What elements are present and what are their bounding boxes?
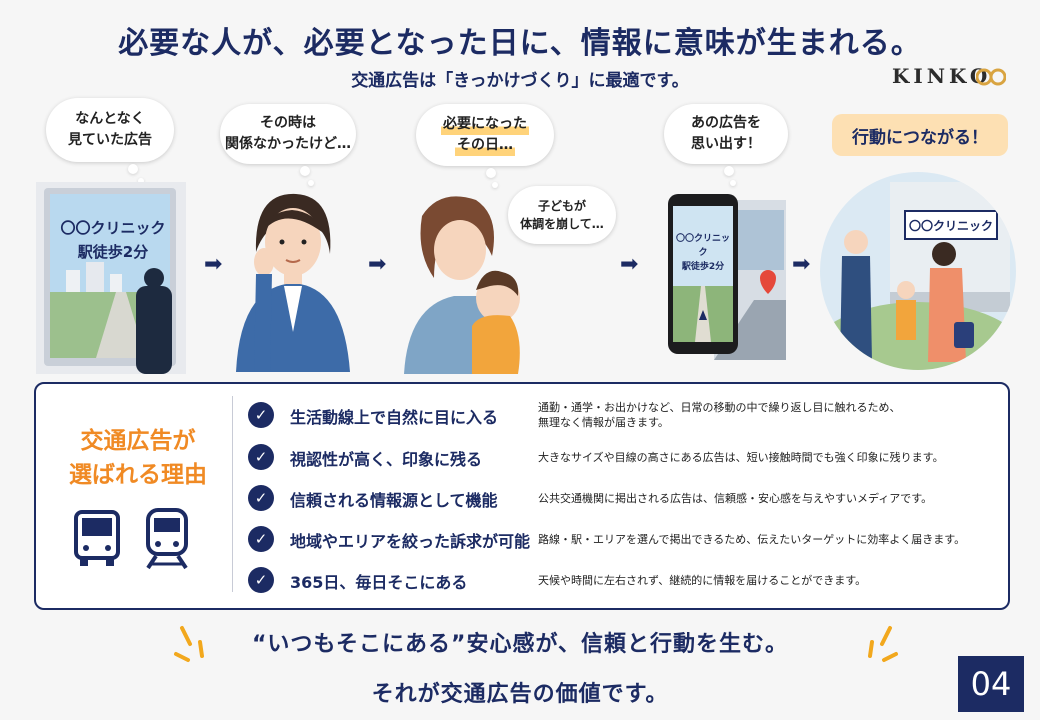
- arrow-right-icon: ➡: [204, 252, 223, 277]
- page-subtitle: 交通広告は「きっかけづくり」に最適です。: [351, 71, 689, 91]
- bus-icon: [74, 510, 120, 566]
- reason-head: 地域やエリアを絞った訴求が可能: [290, 532, 531, 551]
- scene-family-clinic: 〇〇クリニック: [820, 172, 1016, 370]
- bubble-line: 関係なかったけど…: [225, 136, 351, 152]
- arrow-right-icon: ➡: [620, 252, 639, 277]
- check-icon: ✓: [248, 567, 274, 593]
- scene-woman-thinking: [226, 182, 356, 372]
- reasons-title-line: 交通広告が: [80, 428, 196, 454]
- reasons-panel: [34, 382, 1010, 610]
- reason-desc-line: 公共交通機関に掲出される広告は、信頼感・安心感を与えやすいメディアです。: [538, 492, 933, 505]
- reason-desc-line: 通勤・通学・お出かけなど、日常の移動の中で繰り返し目に触れるため、: [538, 401, 901, 414]
- reason-head: 視認性が高く、印象に残る: [290, 450, 483, 469]
- reason-desc: 通勤・通学・お出かけなど、日常の移動の中で繰り返し目に触れるため、 無理なく情報…: [538, 400, 900, 430]
- check-icon: ✓: [248, 485, 274, 511]
- panel-divider: [232, 396, 233, 592]
- logo-text: KINKO: [892, 64, 992, 88]
- woman-illustration: [236, 193, 350, 372]
- bubble-day-needed: 必要になった その日…: [416, 104, 554, 188]
- scene-train-ad: 〇〇クリニック 駅徒歩2分: [36, 182, 186, 374]
- check-icon: ✓: [248, 444, 274, 470]
- smartphone: 〇〇クリニック 駅徒歩2分: [668, 194, 738, 354]
- closing-line-2: それが交通広告の価値です。: [371, 682, 669, 707]
- reason-desc: 路線・駅・エリアを選んで掲出できるため、伝えたいターゲットに効率よく届きます。: [538, 532, 965, 547]
- ad-line: 駅徒歩2分: [77, 243, 149, 261]
- reasons-title-line: 選ばれる理由: [69, 462, 207, 488]
- bubble-glanced-ad: なんとなく 見ていた広告: [46, 98, 174, 184]
- train-icon: [146, 508, 188, 570]
- action-badge: 行動につながる！: [832, 114, 1008, 156]
- sparkle-right-icon: [868, 626, 898, 662]
- check-icon: ✓: [248, 526, 274, 552]
- bubble-line: なんとなく: [75, 111, 145, 127]
- reason-desc-line: 大きなサイズや目線の高さにある広告は、短い接触時間でも強く印象に残ります。: [538, 451, 944, 464]
- bubble-line: 必要になった: [441, 114, 529, 135]
- reason-desc-line: 天候や時間に左右されず、継続的に情報を届けることができます。: [538, 574, 867, 587]
- phone-text: 〇〇クリニック 駅徒歩2分: [673, 232, 733, 274]
- closing-line: “いつもそこにある”安心感が、信頼と行動を生む。: [251, 632, 789, 657]
- bubble-line: その日…: [455, 135, 515, 156]
- bubble-line: 見ていた広告: [68, 132, 152, 148]
- bubble-child-sick: 子どもが 体調を崩して…: [508, 186, 616, 244]
- kinko-logo: KINKO: [892, 64, 1022, 104]
- bubble-line: あの広告を: [691, 115, 761, 131]
- phone-screen: 〇〇クリニック 駅徒歩2分: [673, 206, 733, 342]
- reason-head: 365日、毎日そこにある: [290, 573, 468, 592]
- phone-line: 〇〇クリニック: [675, 234, 730, 258]
- reasons-title: 交通広告が 選ばれる理由: [58, 424, 218, 492]
- reason-desc: 天候や時間に左右されず、継続的に情報を届けることができます。: [538, 573, 866, 588]
- page-title: 必要な人が、必要となった日に、情報に意味が生まれる。: [118, 26, 922, 61]
- bubble-not-relevant: その時は 関係なかったけど…: [220, 104, 356, 186]
- reason-head: 信頼される情報源として機能: [290, 491, 498, 510]
- sparkle-left-icon: [174, 626, 204, 662]
- train-window-illustration: [36, 182, 186, 374]
- bubble-remember-ad: あの広告を 思い出す！: [664, 104, 788, 186]
- page-number: 04: [958, 656, 1024, 712]
- bubble-line: 体調を崩して…: [520, 217, 604, 231]
- map-illustration: [673, 286, 733, 342]
- mother-child-illustration: [404, 196, 520, 374]
- scene-smartphone: 〇〇クリニック 駅徒歩2分: [664, 190, 786, 360]
- reason-head: 生活動線上で自然に目に入る: [290, 408, 499, 427]
- ad-text: 〇〇クリニック 駅徒歩2分: [58, 216, 168, 264]
- reason-desc-line: 無理なく情報が届きます。: [538, 416, 669, 429]
- arrow-right-icon: ➡: [368, 252, 387, 277]
- ad-line: 〇〇クリニック: [60, 219, 166, 237]
- bubble-line: 思い出す！: [691, 136, 761, 152]
- reason-desc-line: 路線・駅・エリアを選んで掲出できるため、伝えたいターゲットに効率よく届きます。: [538, 533, 966, 546]
- scene-mother-child: [400, 186, 530, 374]
- reason-desc: 大きなサイズや目線の高さにある広告は、短い接触時間でも強く印象に残ります。: [538, 450, 944, 465]
- bubble-line: その時は: [260, 115, 316, 131]
- arrow-right-icon: ➡: [792, 252, 811, 277]
- clinic-sign: 〇〇クリニック: [904, 210, 998, 240]
- phone-line: 駅徒歩2分: [681, 262, 725, 272]
- anniversary-mark-icon: [976, 68, 1006, 86]
- bubble-line: 子どもが: [537, 199, 586, 213]
- check-icon: ✓: [248, 402, 274, 428]
- reason-desc: 公共交通機関に掲出される広告は、信頼感・安心感を与えやすいメディアです。: [538, 491, 932, 506]
- family-illustration: [820, 182, 1016, 370]
